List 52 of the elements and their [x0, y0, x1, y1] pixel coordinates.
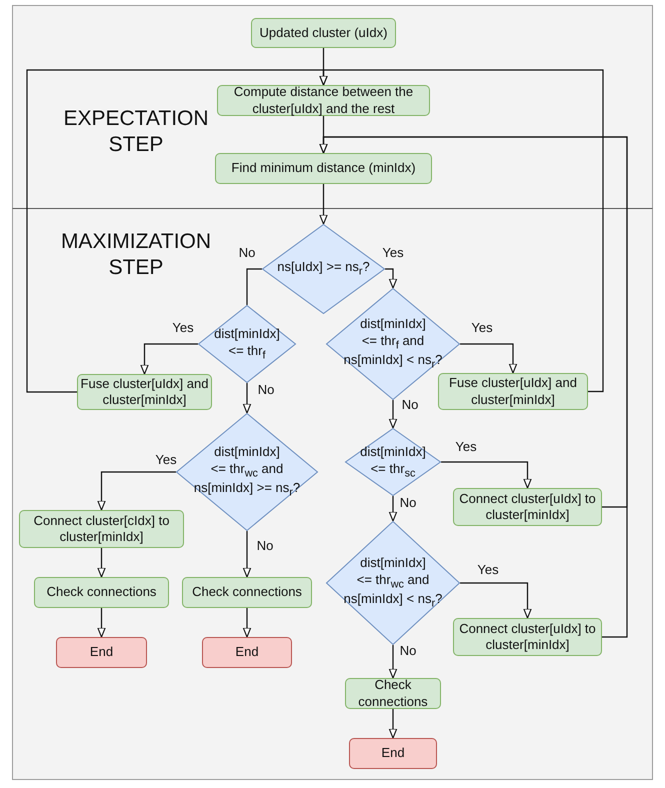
- process-box: Fuse cluster[uIdx] and cluster[minIdx]: [438, 373, 588, 410]
- edge-label: Yes: [171, 320, 195, 336]
- section-band: [12, 208, 653, 780]
- process-box: Compute distance between the cluster[uIdx] and the rest: [217, 85, 430, 116]
- connector-arrow: [388, 496, 398, 522]
- section-band: [12, 5, 653, 209]
- connector-arrow: [441, 461, 532, 489]
- decision-diamond: dist[minIdx] <= thr$_{sc}$: [345, 428, 441, 496]
- edge-label: No: [256, 382, 276, 398]
- edge-label: No: [398, 496, 418, 510]
- edge-label: Yes: [470, 320, 494, 336]
- connector-arrow: [388, 645, 398, 679]
- process-box: Find minimum distance (minIdx): [215, 153, 432, 184]
- edge-label: Yes: [381, 246, 405, 260]
- process-box: Check connections: [345, 678, 441, 709]
- process-box: Check connections: [34, 577, 169, 608]
- process-box: Connect cluster[uIdx] to cluster[minIdx]: [453, 488, 602, 526]
- connector-arrow: [319, 69, 604, 392]
- connector-arrow: [242, 531, 252, 578]
- edge-label: No: [256, 538, 274, 554]
- end-terminal: End: [56, 637, 147, 668]
- connector-arrow: [388, 400, 398, 429]
- connector-arrow: [319, 136, 628, 638]
- process-box: Updated cluster (uIdx): [251, 18, 396, 48]
- edge-label: No: [398, 644, 418, 658]
- connector-arrow: [140, 343, 198, 375]
- connector-arrow: [97, 471, 176, 511]
- edge-label: No: [238, 246, 256, 260]
- section-heading: EXPECTATION STEP: [62, 106, 210, 158]
- edge-label: Yes: [476, 562, 500, 578]
- connector-arrow: [319, 184, 328, 225]
- end-terminal: End: [202, 637, 292, 668]
- connector-arrow: [460, 343, 518, 374]
- end-terminal: End: [349, 738, 437, 769]
- edge-label: Yes: [454, 440, 478, 454]
- process-box: Connect cluster[cIdx] to cluster[minIdx]: [19, 510, 184, 548]
- process-box: Check connections: [182, 577, 312, 608]
- edge-label: No: [400, 398, 420, 412]
- connector-arrow: [385, 268, 398, 289]
- connector-arrow: [246, 268, 262, 305]
- connector-arrow: [242, 383, 252, 414]
- connector-arrow: [460, 582, 532, 619]
- connector-arrow: [388, 709, 398, 739]
- edge-label: Yes: [154, 452, 178, 468]
- process-box: Fuse cluster[uIdx] and cluster[minIdx]: [77, 374, 212, 410]
- decision-diamond: dist[minIdx] <= thr$_{wc}$ and ns[minIdx] < ns$_{r}$?: [326, 521, 460, 645]
- section-heading: MAXIMIZATION STEP: [60, 229, 212, 282]
- connector-arrow: [97, 548, 106, 578]
- decision-diamond: dist[minIdx] <= thr$_{wc}$ and ns[minIdx] >= ns$_{r}$?: [176, 413, 318, 531]
- connector-arrow: [242, 608, 252, 638]
- connector-arrow: [97, 608, 106, 638]
- process-box: Connect cluster[uIdx] to cluster[minIdx]: [453, 618, 602, 656]
